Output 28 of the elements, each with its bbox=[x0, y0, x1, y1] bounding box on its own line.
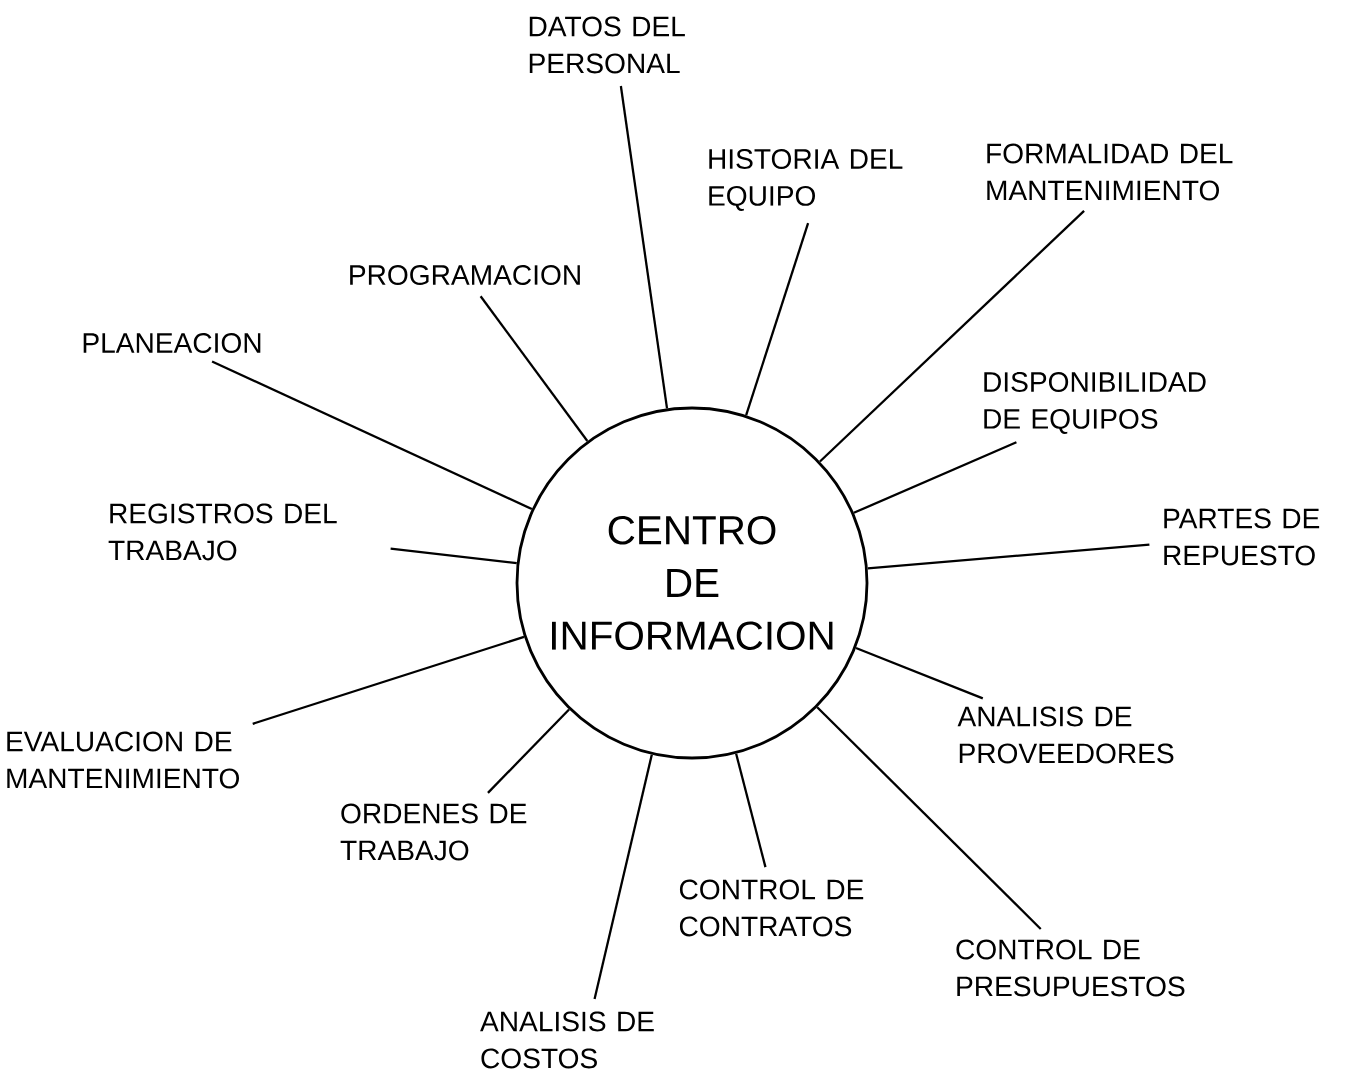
topic-label: CONTROL DE PRESUPUESTOS bbox=[956, 939, 1185, 997]
topic-label: FORMALIDAD DEL MANTENIMIENTO bbox=[987, 143, 1233, 201]
connector-line bbox=[819, 210, 1085, 463]
topic-label: PLANEACION bbox=[83, 333, 261, 353]
topic-label: DATOS DEL PERSONAL bbox=[529, 16, 685, 74]
connector-line bbox=[735, 753, 767, 868]
topic-label: ANALISIS DE PROVEEDORES bbox=[957, 706, 1174, 764]
connector-line bbox=[487, 708, 570, 794]
connector-line bbox=[619, 85, 669, 409]
topic-label: ORDENES DE TRABAJO bbox=[340, 803, 527, 861]
connector-line bbox=[390, 547, 517, 565]
topic-label: CONTROL DE CONTRATOS bbox=[679, 879, 864, 937]
connector-line bbox=[211, 360, 533, 511]
connector-line bbox=[853, 441, 1017, 514]
topic-label: PARTES DE REPUESTO bbox=[1164, 508, 1320, 566]
connector-line bbox=[745, 222, 810, 416]
connector-line bbox=[252, 635, 525, 725]
topic-label: REGISTROS DEL TRABAJO bbox=[108, 503, 337, 561]
topic-label: DISPONIBILIDAD DE EQUIPOS bbox=[984, 372, 1206, 434]
topic-label: HISTORIA DEL EQUIPO bbox=[709, 149, 903, 211]
connector-line bbox=[867, 543, 1150, 570]
topic-label: PROGRAMACION bbox=[350, 265, 580, 285]
connector-line bbox=[855, 646, 984, 700]
topic-label: ANALISIS DE COSTOS bbox=[480, 1011, 654, 1069]
topic-label: EVALUACION DE MANTENIMIENTO bbox=[7, 731, 239, 789]
connector-line bbox=[479, 295, 589, 442]
connector-line bbox=[816, 706, 1042, 930]
connector-line bbox=[593, 754, 653, 1000]
